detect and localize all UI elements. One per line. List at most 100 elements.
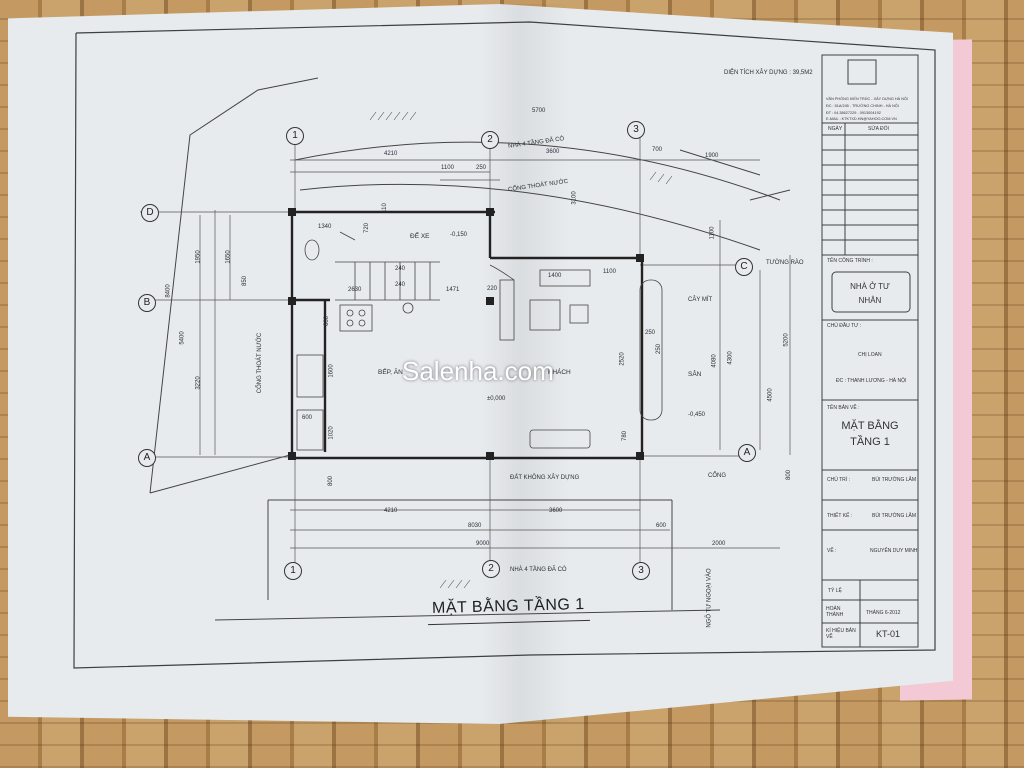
dim-top-total: 5700 [532, 108, 546, 114]
dim-9000: 9000 [476, 541, 490, 547]
tb-ve: NGUYỄN DUY MINH [870, 548, 918, 554]
firm-name: VĂN PHÒNG KIẾN TRÚC - XÂY DỰNG HÀ NỘI [826, 97, 909, 101]
dim-4500: 4500 [767, 388, 774, 402]
grid-label-1-bottom: 1 [284, 562, 302, 580]
site-boundary [149, 77, 791, 621]
tb-ki-hieu: KÍ HIỆU BẢN VẼ [826, 628, 856, 640]
dim-2000: 2000 [712, 541, 726, 547]
tb-ten-cong-trinh-label: TÊN CÔNG TRÌNH : [827, 258, 873, 264]
dim-240a: 240 [395, 266, 406, 272]
level-mark-2: ±0,000 [487, 396, 506, 402]
tb-thang: THÁNG 6-2012 [866, 610, 901, 616]
dim-600a: 600 [324, 315, 331, 327]
dim-110a: 110 [381, 203, 388, 213]
tb-chu-dau-tu: CHỊ LOAN [858, 352, 882, 358]
tb-ngay: NGÀY [828, 126, 843, 132]
drawing-sheet [8, 4, 953, 724]
tb-dia-chi: ĐC : THANH LƯƠNG - HÀ NỘI [836, 378, 907, 384]
tb-ten-ban-ve-label: TÊN BẢN VẼ : [827, 405, 860, 411]
grid-label-d: D [141, 204, 159, 222]
dim-1100b: 1100 [603, 269, 616, 275]
grid-label-a-right: A [738, 444, 756, 462]
building-walls [290, 210, 644, 460]
grid-label-3-top: 3 [627, 121, 645, 139]
tb-ten-cong-trinh: NHÀ Ở TƯ NHÂN [850, 282, 890, 305]
grid-label-1-top: 1 [286, 127, 304, 145]
dim-3600-top: 3600 [546, 149, 560, 155]
room-bep-an: BẾP, ĂN [378, 369, 403, 376]
columns [288, 208, 644, 460]
firm-address: ĐC : 51A/245 - TRƯỜNG CHINH - HÀ NỘI [826, 104, 899, 108]
area-note: DIỆN TÍCH XÂY DỰNG : 39,5M2 [724, 70, 813, 76]
label-cay-mit: CÂY MÍT [688, 297, 713, 303]
dim-5400: 5400 [179, 331, 186, 345]
label-dat-khong-xay: ĐẤT KHÔNG XÂY DỰNG [510, 475, 580, 481]
firm-email: E-MAIL : KTKTXD.HN@YAHOO.COM.VN [826, 117, 897, 121]
dim-800a: 800 [328, 475, 335, 487]
dim-4300: 4300 [727, 351, 734, 365]
tb-ten-ban-ve: MẶT BẰNG TẦNG 1 [841, 420, 899, 448]
grid-label-3-bottom: 3 [632, 562, 650, 580]
dim-1950: 1950 [195, 250, 202, 264]
dim-8030: 8030 [468, 523, 482, 529]
dim-3100: 3100 [571, 191, 578, 205]
grid-label-b: B [138, 294, 156, 312]
dim-600c: 600 [656, 523, 667, 529]
tb-thiet-ke: BÙI TRƯỜNG LÂM [872, 513, 917, 519]
dim-3600-bottom: 3600 [549, 508, 563, 514]
tb-chu-tri-label: CHỦ TRÌ : [827, 477, 850, 483]
hatching [369, 111, 673, 589]
dim-700: 700 [652, 147, 663, 153]
dim-240b: 240 [395, 282, 406, 288]
staircase [335, 261, 440, 314]
dim-600b: 600 [302, 415, 313, 421]
dim-3220: 3220 [195, 376, 202, 390]
room-khach: KHÁCH [548, 369, 571, 376]
label-tuong-rao: TƯỜNG RÀO [766, 260, 804, 266]
book-fold-shadow [480, 4, 570, 724]
label-cong-thoat-nuoc-left: CỐNG THOÁT NƯỚC [257, 332, 264, 394]
dim-5200: 5200 [783, 333, 790, 347]
label-nha4-bottom: NHÀ 4 TẦNG ĐÃ CÓ [510, 567, 567, 573]
dimension-lines [140, 130, 791, 565]
dim-250a: 250 [476, 165, 487, 171]
tb-thiet-ke-label: THIẾT KẾ : [827, 513, 853, 519]
label-ngo: NGÕ TƯ NGOẠI VÀO [706, 568, 713, 628]
grid-label-c: C [735, 258, 753, 276]
dim-1100c: 1100 [709, 226, 716, 240]
dim-1100a: 1100 [441, 165, 454, 171]
dim-250c: 250 [656, 343, 663, 355]
dim-2520: 2520 [619, 352, 626, 366]
dim-780: 780 [622, 430, 629, 442]
furniture [296, 231, 663, 451]
room-san: SÂN [688, 371, 702, 378]
dim-720: 720 [364, 222, 371, 234]
watermark: Salenha.com [402, 356, 554, 386]
dim-1020: 1020 [328, 426, 335, 440]
dim-220: 220 [487, 286, 498, 292]
dim-2630: 2630 [348, 287, 362, 293]
dim-4210-bottom: 4210 [384, 508, 398, 514]
tb-chu-tri: BÙI TRƯỜNG LÂM [872, 477, 917, 483]
tb-ki-hieu-value: KT-01 [876, 629, 901, 639]
dim-850: 850 [242, 275, 249, 287]
room-de-xe: ĐỂ XE [410, 233, 430, 240]
dim-1600: 1600 [328, 364, 335, 378]
dim-1900: 1900 [705, 153, 719, 159]
firm-tel: ĐT : 04.38627229 - 0913004192 [826, 111, 881, 115]
grid-label-2-bottom: 2 [482, 560, 500, 578]
dim-1650: 1650 [225, 250, 232, 264]
dim-8400: 8400 [165, 284, 172, 298]
tb-chu-dau-tu-label: CHỦ ĐẦU TƯ : [827, 323, 862, 329]
tb-ve-label: VẼ : [827, 548, 837, 554]
level-mark-1: -0,150 [450, 232, 468, 238]
title-block-frame [821, 54, 919, 648]
tb-ty-le: TỶ LỆ [828, 588, 842, 594]
tb-sua-doi: SỬA ĐỔI [868, 126, 889, 132]
dim-4210-top: 4210 [384, 151, 398, 157]
dim-1340: 1340 [318, 224, 332, 230]
dim-250b: 250 [645, 330, 656, 336]
dim-1400: 1400 [548, 273, 562, 279]
tb-hoan-thanh: HOÀN THÀNH [826, 606, 844, 618]
grid-label-2-top: 2 [481, 131, 499, 149]
